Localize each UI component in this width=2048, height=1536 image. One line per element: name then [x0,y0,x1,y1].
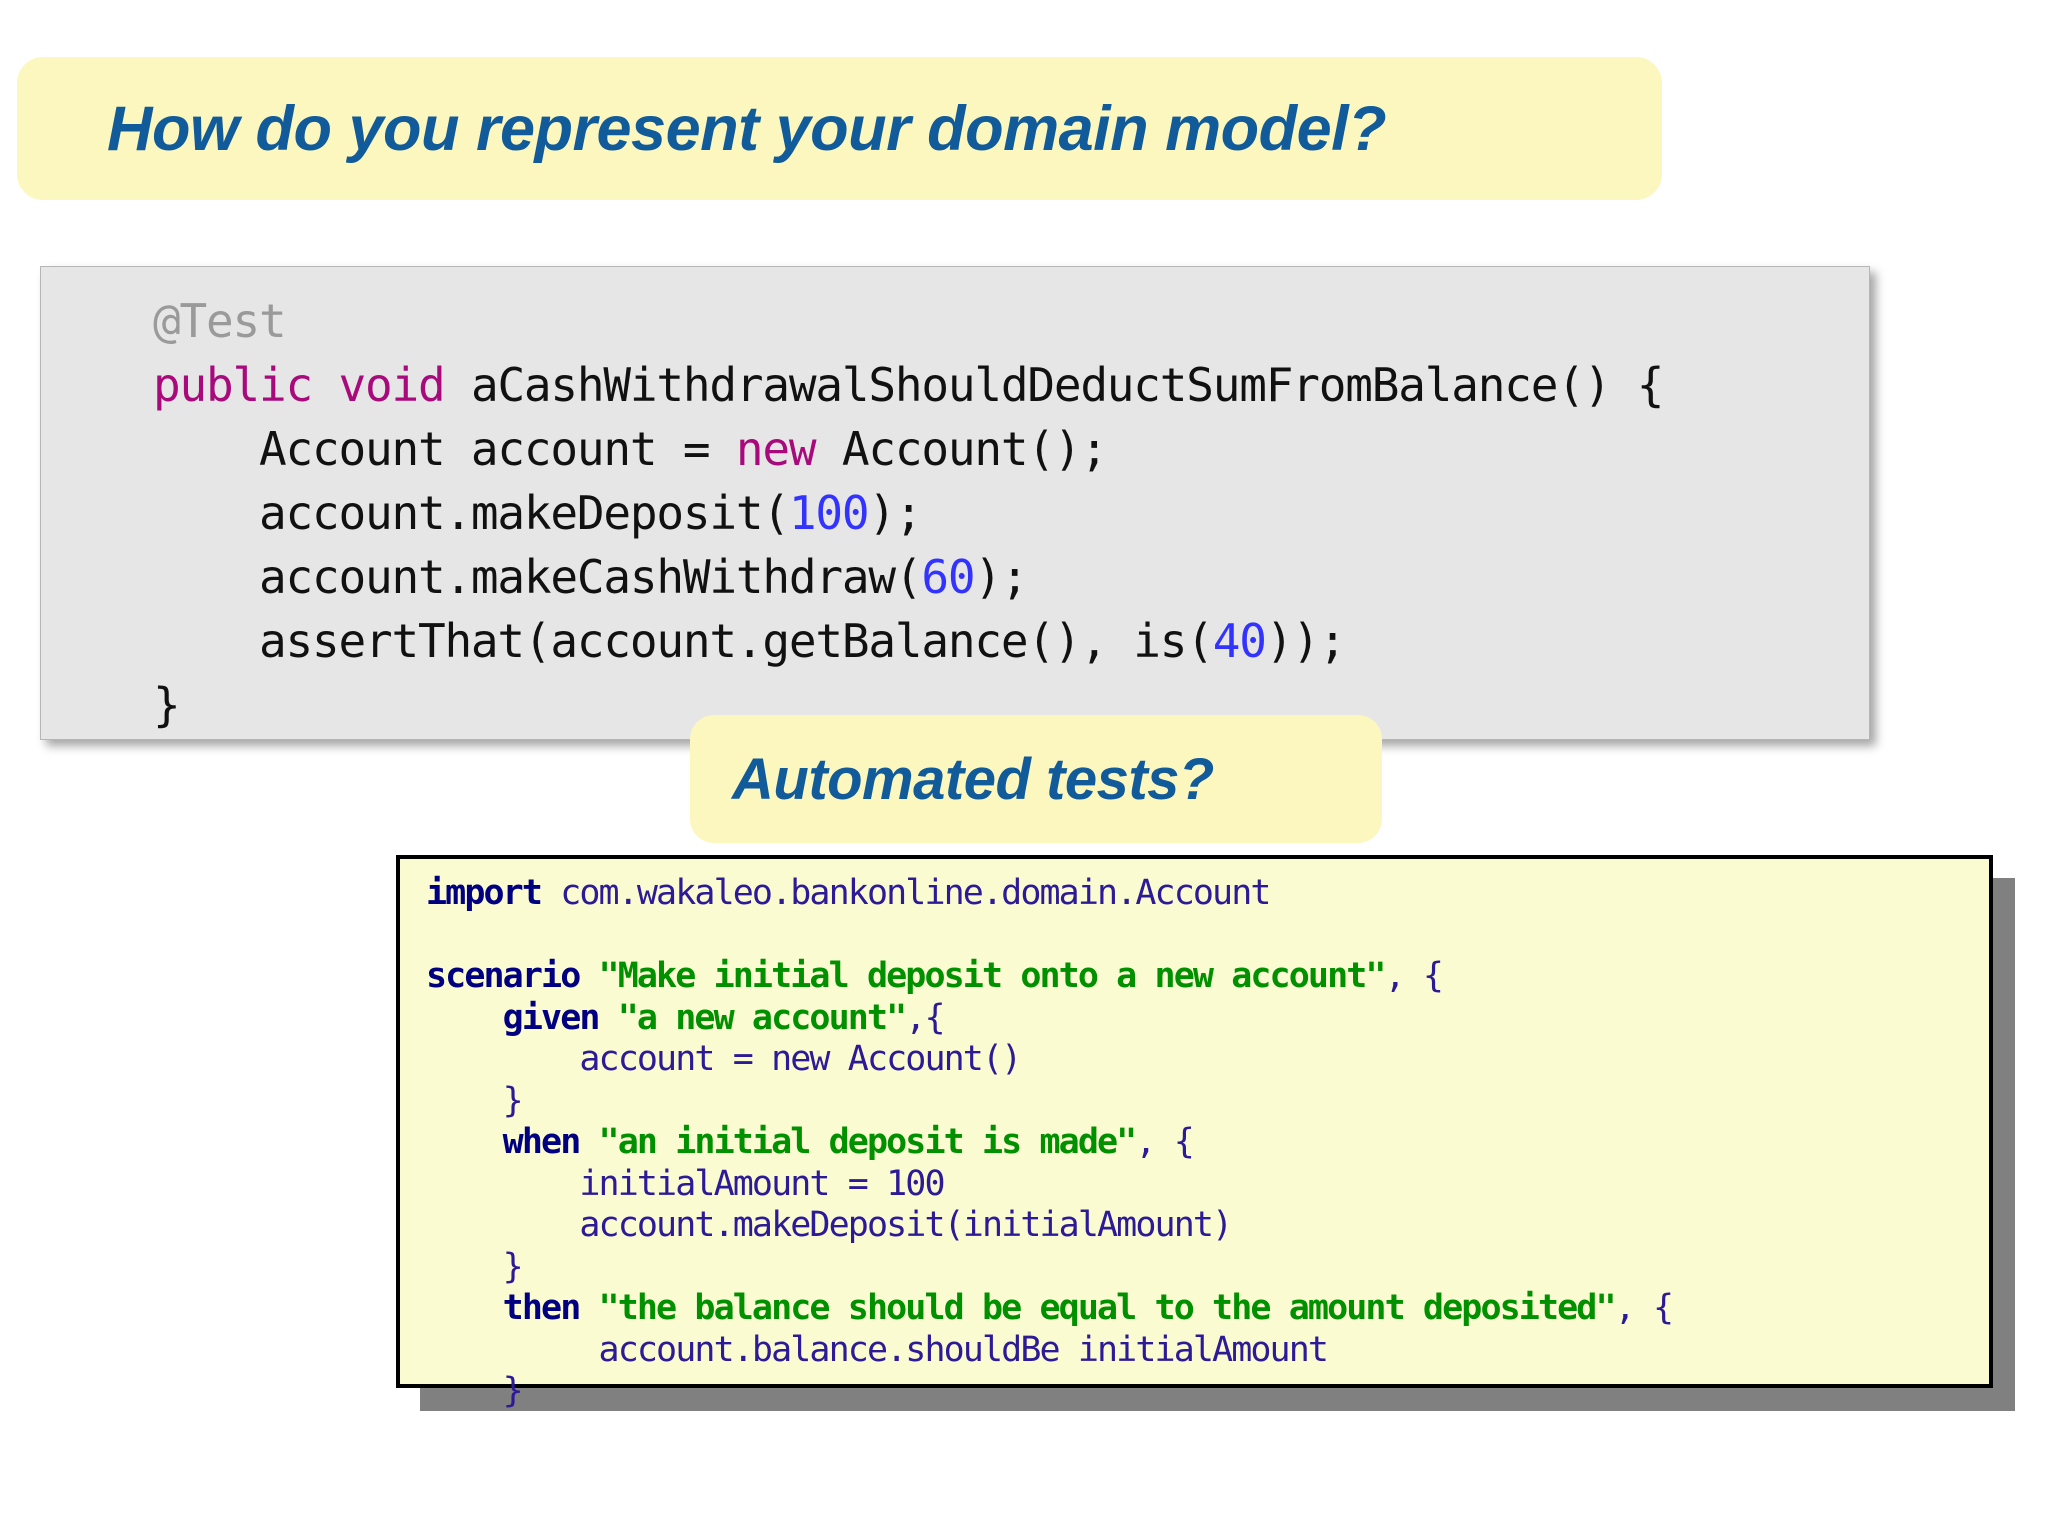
code-token-string: "the balance should be equal to the amou… [598,1288,1617,1328]
code-line: import com.wakaleo.bankonline.domain.Acc… [426,873,1989,915]
code-token-plain: } [426,1371,524,1411]
code-line: } [426,1247,1989,1289]
code-token-number: 40 [1212,614,1267,668]
code-token-number: 60 [921,550,975,604]
subtitle-text: Automated tests? [732,746,1214,812]
code-line: account.makeDeposit(100); [153,481,1869,545]
groovy-code-lines: import com.wakaleo.bankonline.domain.Acc… [426,873,1989,1413]
code-token-string: "Make initial deposit onto a new account… [598,956,1387,996]
code-token-keyword: when [426,1122,599,1162]
code-line: account.balance.shouldBe initialAmount [426,1330,1989,1372]
code-token-keyword: import [426,873,543,913]
code-token-plain: ,{ [905,997,945,1038]
code-token-plain: } [153,678,181,732]
code-token-string: "a new account" [617,997,907,1038]
code-token-plain: )); [1265,614,1347,668]
code-token-plain: Account(); [815,422,1108,476]
code-line: public void aCashWithdrawalShouldDeductS… [153,353,1869,417]
code-token-annotation: @Test [153,294,287,348]
code-line: } [426,1081,1989,1123]
code-token-keyword: then [426,1288,599,1328]
code-line [426,915,1989,957]
code-line: Account account = new Account(); [153,417,1869,481]
code-token-plain: account.balance.shouldBe initialAmount [426,1329,1329,1370]
code-token-plain: account = new Account() [426,1039,1022,1079]
code-line: } [153,673,1869,737]
code-token-plain: , { [1384,956,1444,996]
code-token-plain: account.makeDeposit( [153,486,790,540]
code-token-plain: initialAmount = 100 [426,1163,945,1204]
code-line: assertThat(account.getBalance(), is(40))… [153,609,1869,673]
code-token-plain: com.wakaleo.bankonline.domain.Account [541,873,1271,913]
code-line: then "the balance should be equal to the… [426,1288,1989,1330]
code-line: scenario "Make initial deposit onto a ne… [426,956,1989,998]
code-token-plain: account.makeDeposit(initialAmount) [426,1205,1233,1245]
code-token-keyword: scenario [426,956,599,996]
code-token-plain: , { [1135,1122,1194,1162]
code-token-plain [312,358,339,412]
code-token-plain: ); [868,486,922,540]
code-line: account = new Account() [426,1039,1989,1081]
code-token-plain: } [426,1080,524,1121]
code-token-keyword: new [735,422,817,476]
code-line: account.makeCashWithdraw(60); [153,545,1869,609]
code-line: when "an initial deposit is made", { [426,1122,1989,1164]
groovy-code-block: import com.wakaleo.bankonline.domain.Acc… [396,855,1993,1411]
code-token-plain: } [426,1246,524,1287]
code-token-keyword: void [338,358,445,412]
code-token-keyword: public [153,358,313,412]
code-line: @Test [153,289,1869,353]
code-line: account.makeDeposit(initialAmount) [426,1205,1989,1247]
code-line: given "a new account",{ [426,998,1989,1040]
code-line: initialAmount = 100 [426,1164,1989,1206]
code-token-plain: account.makeCashWithdraw( [153,550,923,604]
subtitle-callout: Automated tests? [690,715,1382,843]
code-token-keyword: given [426,997,618,1038]
code-token-number: 100 [788,486,870,540]
page-title: How do you represent your domain model? [107,93,1387,164]
code-token-plain: ); [974,550,1028,604]
code-token-plain: Account account = [153,422,736,476]
title-callout: How do you represent your domain model? [17,57,1662,200]
code-token-string: "an initial deposit is made" [598,1122,1138,1162]
code-line: } [426,1371,1989,1413]
code-token-plain: assertThat(account.getBalance(), is( [153,614,1214,668]
code-token-plain: , { [1614,1288,1674,1328]
code-token-plain: aCashWithdrawalShouldDeductSumFromBalanc… [444,358,1664,412]
